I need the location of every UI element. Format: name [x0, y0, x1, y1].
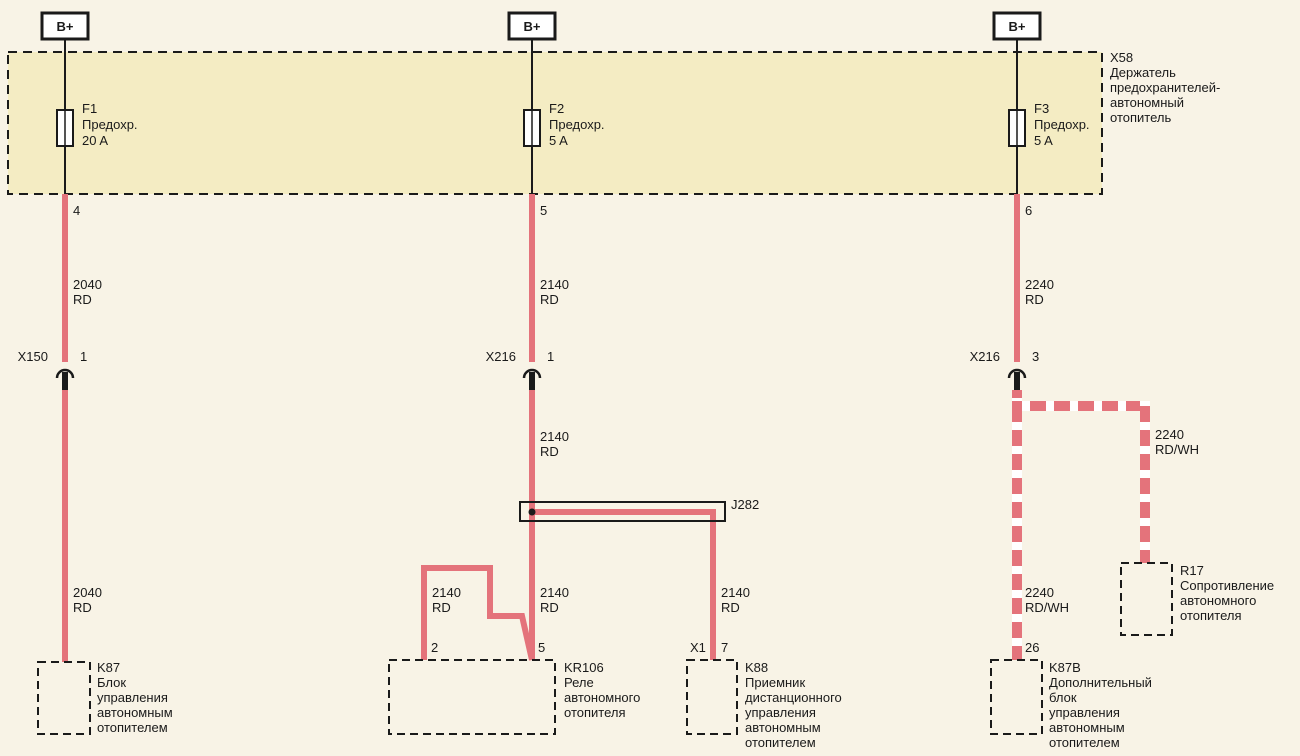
wire-2140-to-k88	[532, 509, 716, 660]
supply-b-plus-2-label: B+	[524, 19, 541, 34]
wire-label-5-color: RD/WH	[1155, 442, 1199, 457]
k87b-desc-5: отопителем	[1049, 735, 1120, 750]
component-k87-box	[37, 661, 91, 735]
component-k87b-box	[990, 659, 1043, 735]
k87-desc-4: отопителем	[97, 720, 168, 735]
r17-id: R17	[1180, 563, 1204, 578]
fuse-f3-pin: 6	[1025, 203, 1032, 218]
r17-desc-2: автономного	[1180, 593, 1256, 608]
supply-b-plus-3-label: B+	[1009, 19, 1026, 34]
supply-b-plus-2: B+	[507, 11, 557, 41]
k87b-desc-1: Дополнительный	[1049, 675, 1152, 690]
fuse-f2-rating: 5 A	[549, 133, 568, 148]
kr106-pin-5: 5	[538, 640, 545, 655]
k87b-id: K87B	[1049, 660, 1081, 675]
k88-id: K88	[745, 660, 768, 675]
wire-label-2-color: RD	[540, 292, 559, 307]
wire-label-10-num: 2240	[1025, 585, 1054, 600]
fuse-f3-rating: 5 A	[1034, 133, 1053, 148]
fuse-block-desc-2: предохранителей-	[1110, 80, 1220, 95]
splice-j282-id: J282	[731, 497, 759, 512]
component-kr106-box	[388, 659, 556, 735]
k88-desc-3: управления	[745, 705, 816, 720]
fuse-f1-rating: 20 A	[82, 133, 108, 148]
wire-label-6-num: 2040	[73, 585, 102, 600]
k88-connector-x1: X1	[690, 640, 706, 655]
connector-x216-pin1	[522, 368, 542, 390]
wire-label-2-num: 2140	[540, 277, 569, 292]
k88-desc-2: дистанционного	[745, 690, 842, 705]
fuse-block-id: X58	[1110, 50, 1133, 65]
k87b-desc-3: управления	[1049, 705, 1120, 720]
kr106-id: KR106	[564, 660, 604, 675]
connector-x216-pin3	[1007, 368, 1027, 390]
fuse-f1-pin: 4	[73, 203, 80, 218]
fuse-f1-name: Предохр.	[82, 117, 138, 132]
wire-2240-rdwh-down	[1012, 390, 1022, 660]
fuse-block-desc-4: отопитель	[1110, 110, 1171, 125]
supply-b-plus-3: B+	[992, 11, 1042, 41]
wire-label-4-color: RD	[540, 444, 559, 459]
component-r17-box	[1120, 562, 1173, 636]
k88-desc-4: автономным	[745, 720, 821, 735]
splice-j282	[519, 501, 726, 522]
wire-label-9-color: RD	[721, 600, 740, 615]
fuse-f2-id: F2	[549, 101, 564, 116]
fuse-block-desc-3: автономный	[1110, 95, 1184, 110]
connector-x150-pin: 1	[80, 349, 87, 364]
r17-desc-1: Сопротивление	[1180, 578, 1274, 593]
connector-x216-1-pin: 1	[547, 349, 554, 364]
wire-2240-rdwh-across	[1012, 401, 1148, 411]
fuse-f2-name: Предохр.	[549, 117, 605, 132]
fuse-block-x58	[7, 51, 1103, 195]
wire-label-8-color: RD	[540, 600, 559, 615]
connector-x216-3-id: X216	[970, 349, 1000, 364]
fuse-f3-id: F3	[1034, 101, 1049, 116]
k87b-desc-4: автономным	[1049, 720, 1125, 735]
supply-b-plus-1-label: B+	[57, 19, 74, 34]
wire-label-5-num: 2240	[1155, 427, 1184, 442]
kr106-pin-2: 2	[431, 640, 438, 655]
wire-label-3-color: RD	[1025, 292, 1044, 307]
wire-label-9-num: 2140	[721, 585, 750, 600]
wire-label-1-num: 2040	[73, 277, 102, 292]
connector-x150-id: X150	[18, 349, 48, 364]
wire-label-8-num: 2140	[540, 585, 569, 600]
fuse-block-desc-1: Держатель	[1110, 65, 1176, 80]
wire-label-4-num: 2140	[540, 429, 569, 444]
connector-x216-3-pin: 3	[1032, 349, 1039, 364]
supply-b-plus-1: B+	[40, 11, 90, 41]
k87-id: K87	[97, 660, 120, 675]
kr106-desc-2: автономного	[564, 690, 640, 705]
connector-x150	[55, 368, 75, 390]
component-k88-box	[686, 659, 738, 735]
k88-desc-1: Приемник	[745, 675, 805, 690]
fuse-f1-id: F1	[82, 101, 97, 116]
kr106-desc-1: Реле	[564, 675, 594, 690]
connector-x216-1-id: X216	[486, 349, 516, 364]
k88-desc-5: отопителем	[745, 735, 816, 750]
k87-desc-2: управления	[97, 690, 168, 705]
k87b-desc-2: блок	[1049, 690, 1077, 705]
k87-desc-1: Блок	[97, 675, 126, 690]
wire-2240-rdwh-to-r17	[1140, 401, 1150, 563]
wire-label-10-color: RD/WH	[1025, 600, 1069, 615]
k88-pin-7: 7	[721, 640, 728, 655]
splice-j282-dot	[528, 508, 536, 516]
k87-desc-3: автономным	[97, 705, 173, 720]
kr106-desc-3: отопителя	[564, 705, 626, 720]
wire-label-7-num: 2140	[432, 585, 461, 600]
fuse-f3-name: Предохр.	[1034, 117, 1090, 132]
wire-label-1-color: RD	[73, 292, 92, 307]
wire-2140-relay-loop	[421, 565, 535, 661]
fuse-f2-pin: 5	[540, 203, 547, 218]
r17-desc-3: отопителя	[1180, 608, 1242, 623]
wire-label-6-color: RD	[73, 600, 92, 615]
wire-label-7-color: RD	[432, 600, 451, 615]
wire-label-3-num: 2240	[1025, 277, 1054, 292]
k87b-pin-26: 26	[1025, 640, 1039, 655]
